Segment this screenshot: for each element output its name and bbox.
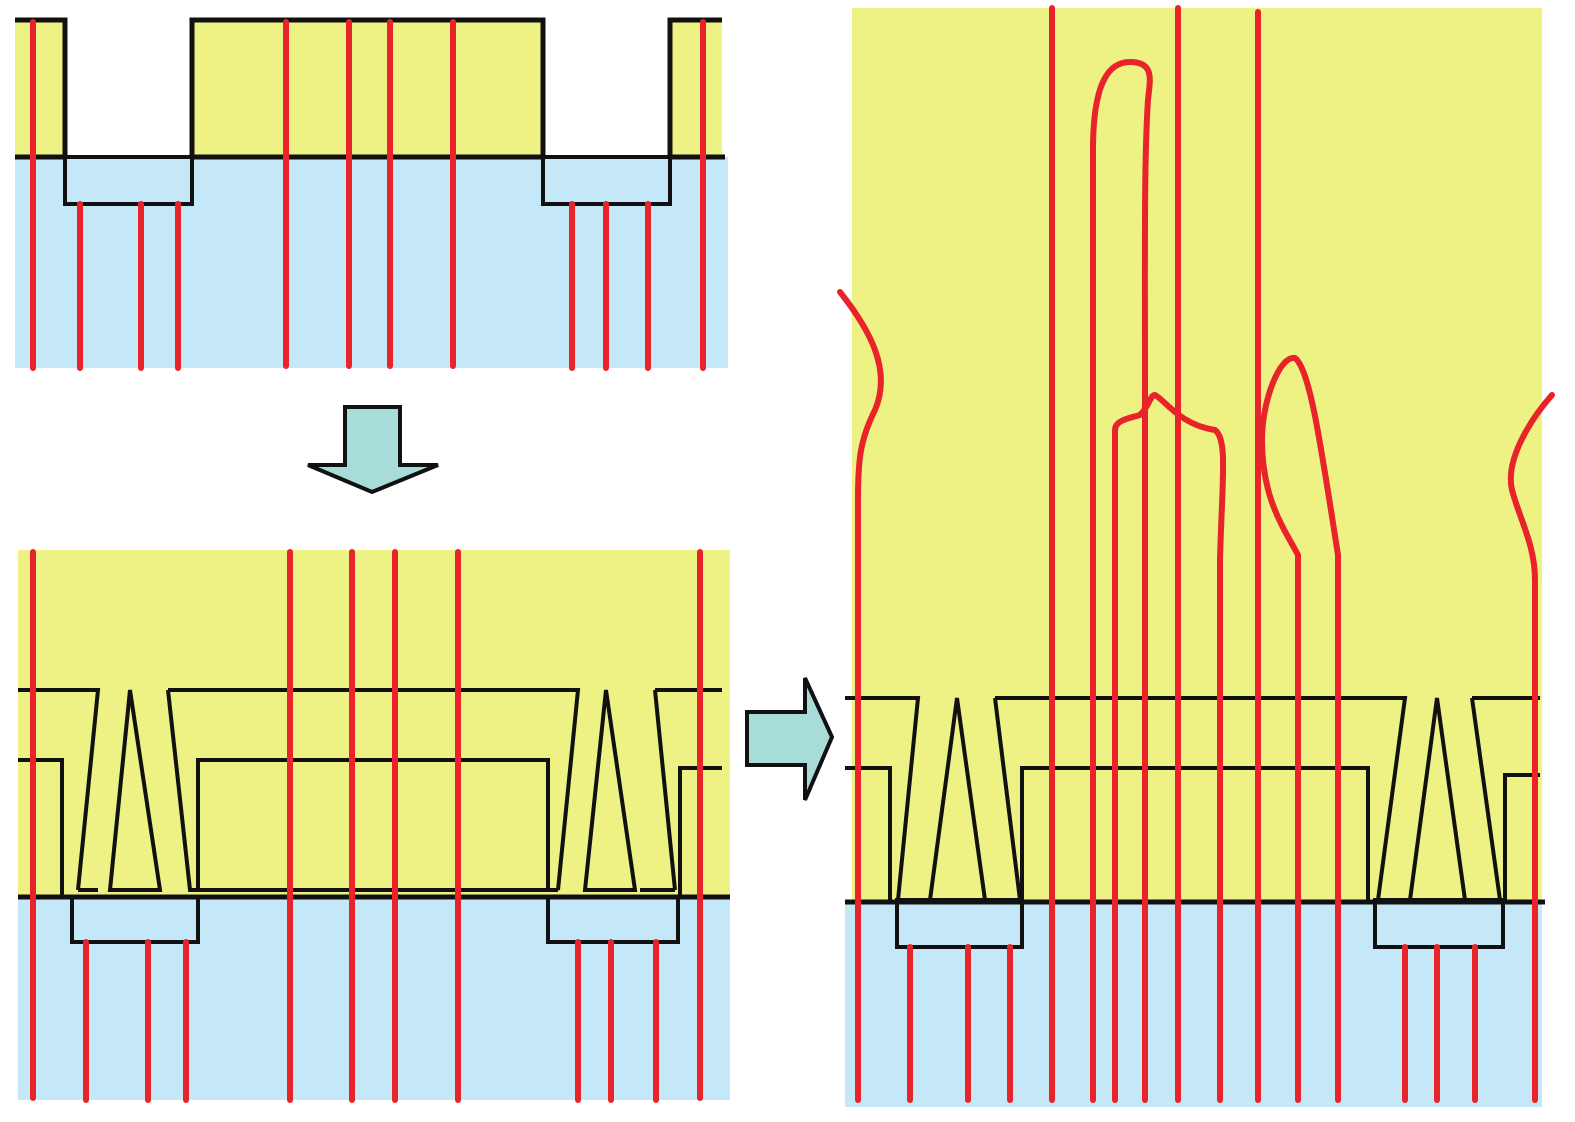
- upper-layer: [852, 8, 1542, 900]
- layer-outline: [845, 696, 1540, 901]
- lower-layer: [845, 900, 1542, 1107]
- layer-outline: [18, 688, 722, 897]
- panel-initial: [15, 17, 728, 371]
- fiber-loop: [1090, 58, 1153, 1103]
- right-arrow-icon: [745, 677, 835, 801]
- spike-left: [107, 689, 163, 892]
- fibers: [30, 19, 706, 371]
- fibers: [837, 5, 1555, 1103]
- panel-intermediate: [18, 549, 730, 1103]
- cavity-left: [63, 155, 194, 206]
- fiber-branch: [1112, 391, 1227, 1103]
- upper-layer-center: [192, 20, 543, 157]
- upper-layer-left: [15, 20, 65, 157]
- upper-layer-right: [670, 20, 722, 157]
- panel-final: [837, 5, 1555, 1107]
- fiber-curl-right: [1507, 392, 1555, 1103]
- down-arrow-icon: [307, 405, 439, 495]
- spike-right: [582, 689, 638, 892]
- fibers: [30, 549, 703, 1103]
- lower-layer: [18, 897, 730, 1100]
- lower-layer: [15, 157, 728, 368]
- fiber-curl-left: [837, 289, 884, 1103]
- fiber-spike: [1258, 355, 1341, 1103]
- interface-outline: [15, 17, 725, 160]
